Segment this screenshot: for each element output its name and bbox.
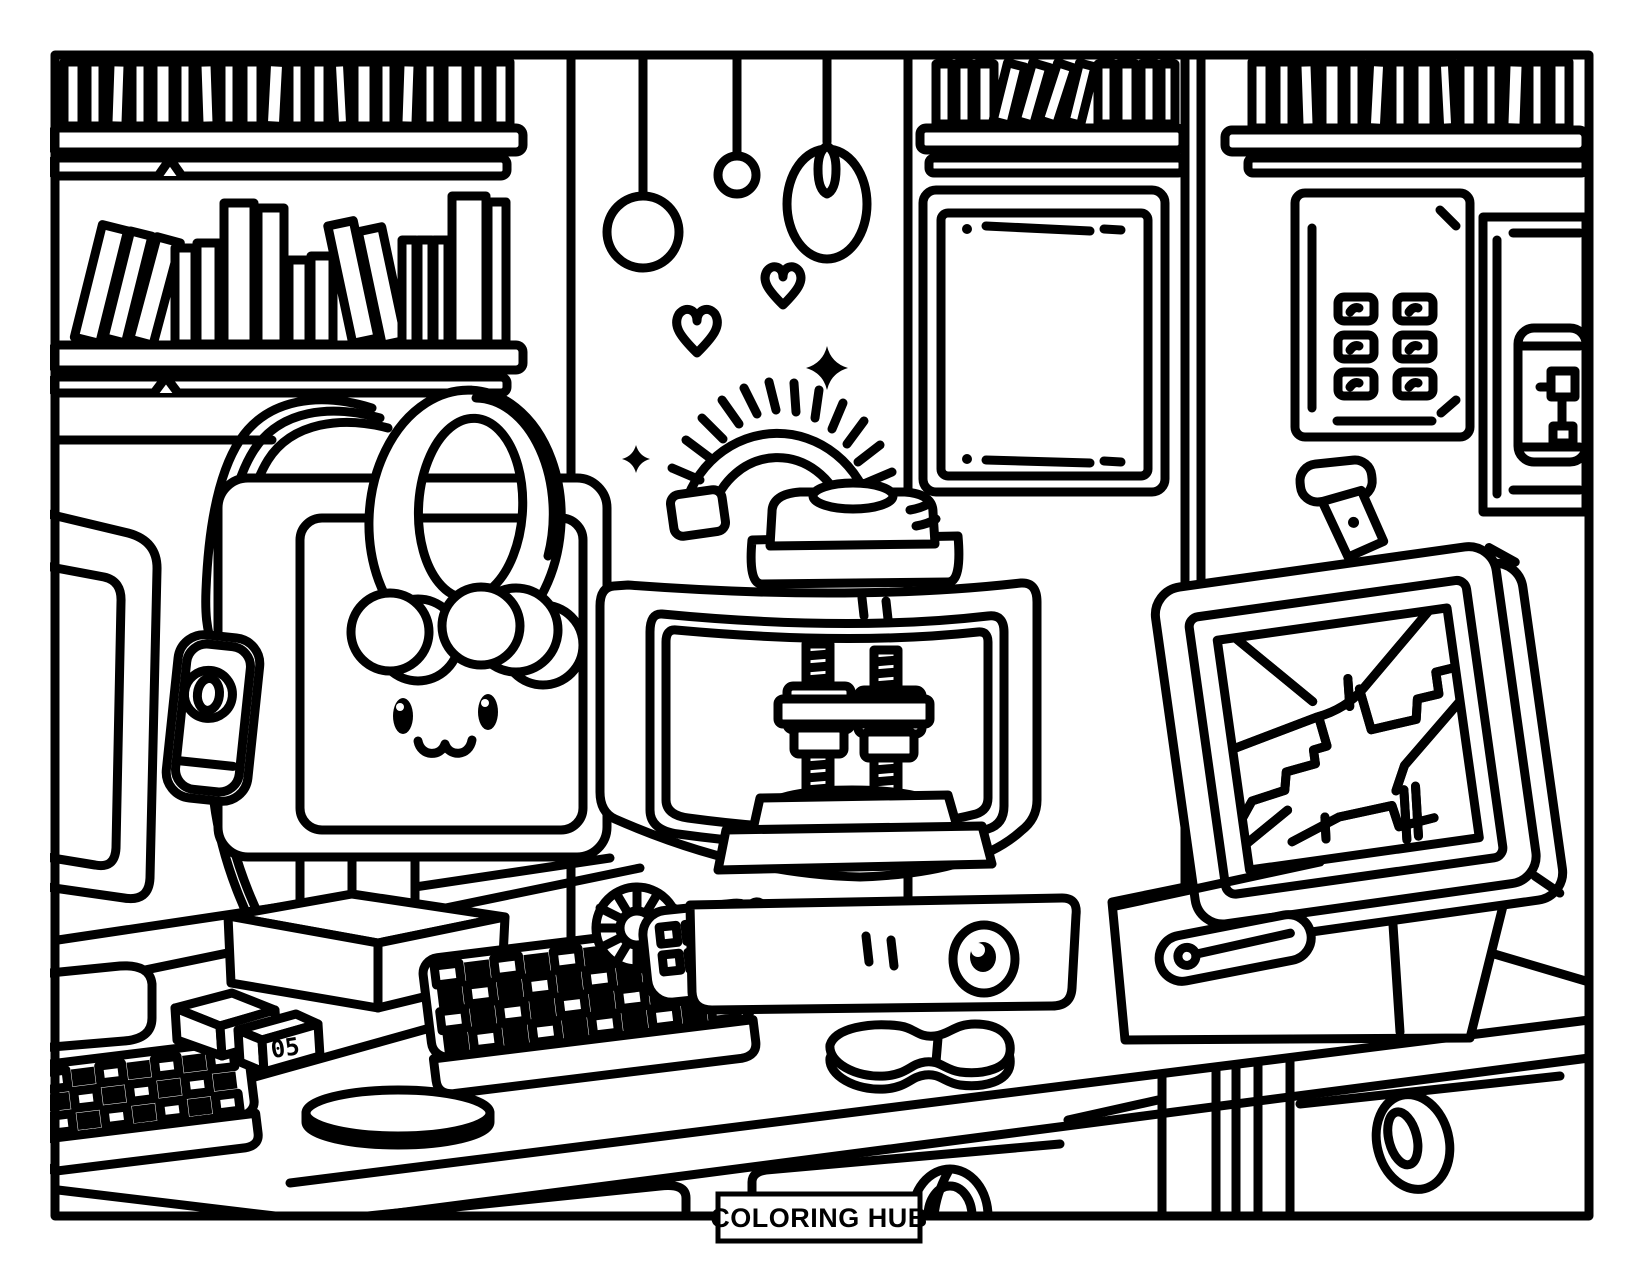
poster-frame (918, 185, 1170, 497)
secondary-monitor-tray (35, 961, 157, 1053)
duct-end-cap (665, 485, 731, 541)
drawer-left (363, 1181, 691, 1221)
right-eye (478, 694, 498, 730)
round-coaster (301, 1085, 495, 1150)
ear-cups (346, 582, 588, 690)
bookshelf-top-middle (915, 58, 1188, 178)
monitor-face (393, 694, 498, 758)
sparkle-doodles (622, 346, 848, 473)
footer-brand-label: COLORING HUB (710, 1191, 928, 1244)
keyboard-secondary (29, 1036, 263, 1176)
pendant-lamp-small (713, 53, 761, 199)
right-ear-cup (437, 582, 525, 670)
bookshelf-top-left (47, 57, 528, 181)
cat-mouth (413, 735, 477, 758)
keypad-button-glyphs (1345, 303, 1423, 392)
left-eye (393, 698, 413, 734)
map-roads (1228, 611, 1465, 849)
drawer-right-structure (1063, 1054, 1565, 1221)
print-platform (713, 790, 997, 875)
wall-frame-right (1478, 212, 1591, 517)
3d-printer (595, 377, 1081, 1015)
cube-digits: 05 (269, 1032, 302, 1064)
flex-duct-arch (665, 377, 897, 541)
light-switch-box (1513, 323, 1591, 467)
heart-doodle-1 (760, 262, 806, 310)
stand-antenna-clamp (1295, 455, 1389, 562)
sparkle-doodle-2 (622, 445, 650, 473)
ring-drawer-handle (1371, 1090, 1455, 1194)
headphones (346, 385, 588, 690)
secondary-monitor (35, 507, 162, 904)
tablet-kiosk-with-map-screen (1150, 542, 1568, 945)
crossbar (773, 694, 935, 729)
printer-knob (948, 920, 1020, 998)
brand-text: COLORING HUB (710, 1203, 928, 1233)
pendant-lamp-large (602, 53, 684, 273)
left-ear-cup (346, 588, 434, 676)
digit-cube: 05 (233, 1009, 325, 1077)
printed-blob-part (825, 1019, 1015, 1094)
pendant-lamps (602, 53, 872, 273)
inline-mic-remote (161, 630, 265, 806)
pendant-lamp-teardrop (782, 53, 872, 264)
threaded-rods (773, 639, 935, 809)
printer-top-cap (746, 478, 964, 589)
drawer-center (747, 1139, 1065, 1221)
stand-slot (1111, 857, 1325, 986)
keypad-wall-panel (1290, 188, 1475, 442)
bookshelf-top-right (1220, 57, 1591, 178)
heart-doodle-2 (672, 304, 722, 358)
sparkle-doodle-1 (806, 346, 848, 390)
heart-doodles (672, 262, 806, 358)
bookshelf-second-row-left (47, 191, 528, 445)
